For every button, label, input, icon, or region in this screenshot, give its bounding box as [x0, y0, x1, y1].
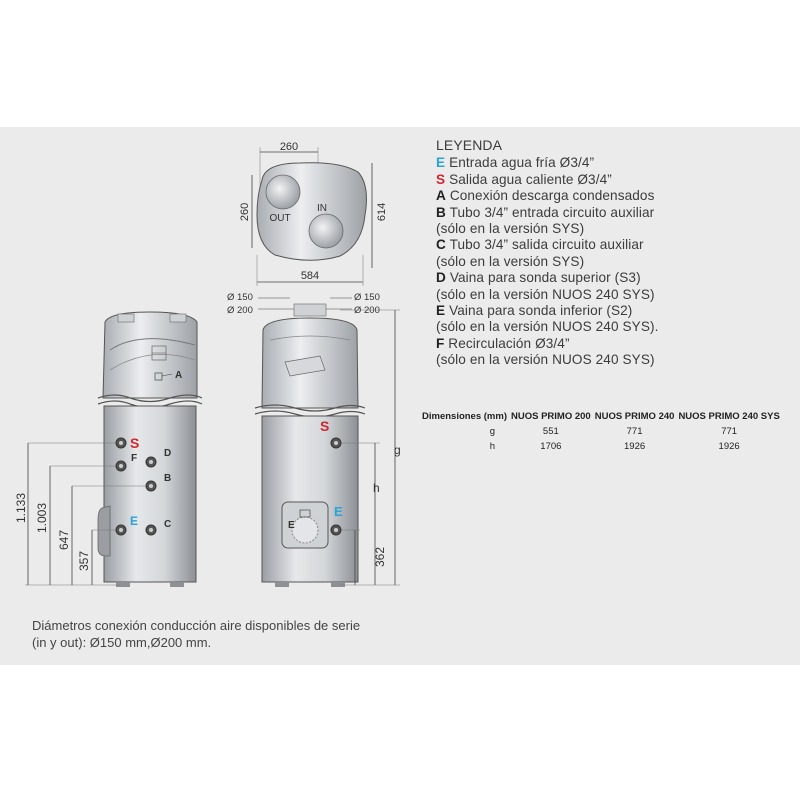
top-view-body — [256, 162, 367, 261]
footer-note: Diámetros conexión conducción aire dispo… — [32, 617, 360, 651]
table-cell: h — [489, 441, 495, 452]
legend-item: E Vaina para sonda inferior (S2) — [436, 303, 633, 319]
table-cell: 1926 — [624, 441, 646, 452]
table-cell: 771 — [626, 426, 643, 437]
legend-item: E Entrada agua fría Ø3/4” — [436, 155, 595, 171]
out-duct — [265, 174, 301, 210]
legend-item: C Tubo 3/4” salida circuito auxiliar — [436, 237, 644, 253]
table-cell: 551 — [542, 426, 559, 437]
panel-label-E: E — [288, 520, 295, 531]
in-duct — [308, 213, 344, 249]
front-label-E: E — [334, 504, 343, 519]
legend-item: (sólo en la versión SYS) — [436, 221, 585, 237]
side-label-S: S — [130, 435, 139, 451]
legend-item: D Vaina para sonda superior (S3) — [436, 270, 641, 286]
legend-item: A Conexión descarga condensados — [436, 188, 655, 204]
legend-item: (sólo en la versión NUOS 240 SYS) — [436, 352, 655, 368]
top-height-dim: 260 — [239, 203, 251, 221]
side-label-F: F — [131, 453, 137, 464]
legend-item: (sólo en la versión NUOS 240 SYS). — [436, 319, 659, 335]
footer-line-2: (in y out): Ø150 mm,Ø200 mm. — [32, 635, 212, 650]
dim-1133: 1.133 — [14, 493, 28, 523]
dim-647: 647 — [57, 530, 71, 550]
legend-title: LEYENDA — [436, 137, 503, 153]
top-total-dim: 584 — [301, 270, 319, 282]
front-dia-left-1: Ø 150 — [227, 292, 253, 303]
front-dia-right-2: Ø 200 — [354, 305, 380, 316]
table-header: NUOS PRIMO 240 — [594, 411, 675, 422]
top-depth-dim: 614 — [376, 203, 388, 221]
legend-item: F Recirculación Ø3/4” — [436, 335, 570, 351]
legend-item: (sólo en la versión NUOS 240 SYS) — [436, 286, 655, 302]
dim-g: g — [394, 443, 401, 457]
table-cell: 1926 — [718, 441, 740, 452]
table-cell: 1706 — [540, 441, 562, 452]
top-width-dim: 260 — [280, 141, 298, 153]
legend-item: (sólo en la versión SYS) — [436, 253, 585, 269]
in-label: IN — [317, 203, 327, 214]
dim-1003: 1.003 — [35, 503, 49, 533]
dim-h: h — [373, 481, 380, 495]
table-header-row: Dimensiones (mm) NUOS PRIMO 200 NUOS PRI… — [420, 409, 782, 424]
dim-357: 357 — [77, 551, 91, 571]
top-view: 260 OUT IN 260 614 584 — [239, 141, 388, 286]
legend-item: S Salida agua caliente Ø3/4” — [436, 171, 612, 187]
out-label: OUT — [269, 213, 290, 224]
side-label-B: B — [164, 473, 171, 484]
table-header: NUOS PRIMO 240 SYS — [678, 411, 780, 422]
table-header: NUOS PRIMO 200 — [511, 411, 591, 422]
side-label-C: C — [164, 519, 171, 530]
dim-362: 362 — [373, 547, 387, 567]
footer-line-1: Diámetros conexión conducción aire dispo… — [32, 618, 361, 633]
front-label-S: S — [320, 418, 329, 434]
table-header: Dimensiones (mm) — [422, 411, 507, 422]
table-row: g 551 771 771 — [420, 424, 782, 439]
side-label-D: D — [164, 448, 171, 459]
table-cell: g — [489, 426, 495, 437]
legend-item: B Tubo 3/4” entrada circuito auxiliar — [436, 204, 655, 220]
legend: LEYENDA E Entrada agua fría Ø3/4” S Sali… — [436, 137, 659, 369]
front-view: Ø 150 Ø 200 Ø 150 Ø 200 E S E g h — [227, 292, 401, 587]
side-label-E: E — [130, 514, 138, 528]
front-dia-right-1: Ø 150 — [354, 292, 380, 303]
table-row: h 1706 1926 1926 — [420, 439, 782, 454]
table-cell: 771 — [721, 426, 738, 437]
dimensions-table: Dimensiones (mm) NUOS PRIMO 200 NUOS PRI… — [420, 409, 782, 454]
front-dia-left-2: Ø 200 — [227, 305, 253, 316]
side-view: A S F D B E C 1.133 1.003 — [14, 311, 203, 587]
label-A: A — [175, 370, 182, 381]
